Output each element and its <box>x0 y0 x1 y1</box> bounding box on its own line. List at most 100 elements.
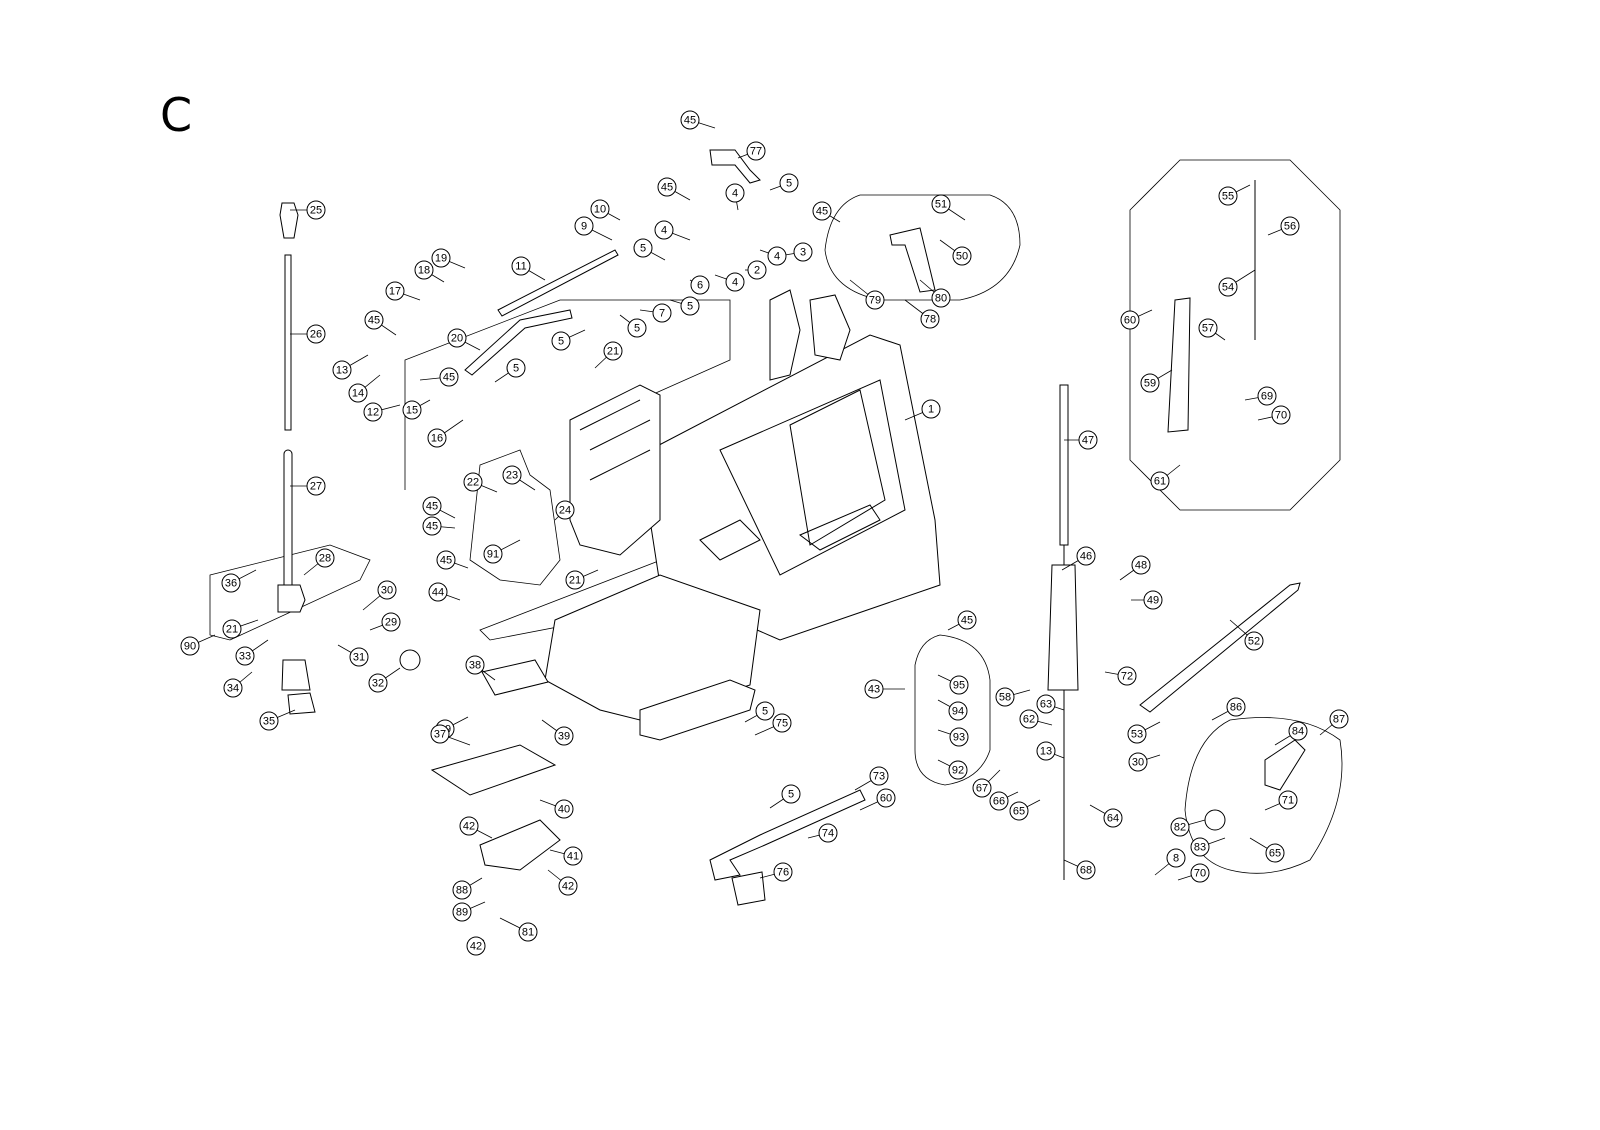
needle-plate-37 <box>430 744 557 796</box>
part-number: 35 <box>263 716 275 728</box>
part-number: 45 <box>684 115 696 127</box>
part-number: 11 <box>515 261 526 273</box>
part-callout: 87 <box>1329 709 1349 729</box>
part-number: 26 <box>310 329 322 341</box>
callout-circle <box>235 646 255 666</box>
part-number: 2 <box>754 265 760 277</box>
callout-circle <box>1170 817 1190 837</box>
part-number: 95 <box>953 680 965 692</box>
part-number: 43 <box>868 684 880 696</box>
plate-38 <box>481 659 549 696</box>
callout-circle <box>957 610 977 630</box>
part-number: 93 <box>953 732 965 744</box>
part-number: 59 <box>1144 378 1156 390</box>
callout-circle <box>779 173 799 193</box>
part-callout: 64 <box>1103 808 1123 828</box>
callout-circle <box>1198 318 1218 338</box>
part-number: 67 <box>976 783 988 795</box>
part-number: 73 <box>873 771 885 783</box>
callout-circle <box>368 673 388 693</box>
part-number: 1 <box>928 404 934 416</box>
part-number: 65 <box>1269 848 1281 860</box>
part-number: 87 <box>1333 714 1345 726</box>
part-number: 15 <box>406 405 418 417</box>
part-number: 80 <box>935 293 947 305</box>
part-number: 47 <box>1082 435 1094 447</box>
part-callout: 22 <box>463 472 483 492</box>
part-callout: 5 <box>779 173 799 193</box>
hook-bracket-41 <box>479 819 561 871</box>
part-callout: 60 <box>876 788 896 808</box>
callout-circle <box>931 194 951 214</box>
part-callout: 86 <box>1226 697 1246 717</box>
part-number: 76 <box>777 867 789 879</box>
part-number: 45 <box>426 521 438 533</box>
callout-circle <box>430 724 450 744</box>
callout-circle <box>864 679 884 699</box>
part-callout: 59 <box>1140 373 1160 393</box>
part-callout: 5 <box>755 701 775 721</box>
part-callout: 21 <box>222 619 242 639</box>
callout-circle <box>364 310 384 330</box>
feed-group-outline <box>469 449 561 586</box>
callout-circle <box>502 465 522 485</box>
callout-circle <box>1288 721 1308 741</box>
part-number: 40 <box>558 804 570 816</box>
lever-20 <box>464 309 573 376</box>
part-number: 77 <box>750 146 762 158</box>
part-number: 4 <box>732 188 738 200</box>
part-callout: 51 <box>931 194 951 214</box>
part-number: 14 <box>352 388 364 400</box>
part-number: 91 <box>487 549 499 561</box>
part-callout: 39 <box>554 726 574 746</box>
callout-circle <box>755 701 775 721</box>
callout-circle <box>952 246 972 266</box>
part-number: 18 <box>418 265 430 277</box>
part-number: 71 <box>1282 795 1294 807</box>
part-number: 25 <box>310 205 322 217</box>
part-callout: 70 <box>1190 863 1210 883</box>
part-callout: 5 <box>633 238 653 258</box>
callout-circle <box>1271 405 1291 425</box>
part-number: 37 <box>434 729 446 741</box>
callout-circle <box>431 248 451 268</box>
part-callout: 9 <box>574 216 594 236</box>
callout-circle <box>332 360 352 380</box>
callout-circle <box>563 846 583 866</box>
callout-circle <box>869 766 889 786</box>
callout-circle <box>972 778 992 798</box>
part-number: 29 <box>385 617 397 629</box>
callout-circle <box>657 177 677 197</box>
callout-circle <box>558 876 578 896</box>
part-callout: 21 <box>565 570 585 590</box>
callout-circle <box>565 570 585 590</box>
callout-circle <box>315 548 335 568</box>
callout-circle <box>574 216 594 236</box>
part-number: 4 <box>661 225 667 237</box>
part-number: 20 <box>451 333 463 345</box>
callout-circle <box>876 788 896 808</box>
part-callout: 5 <box>781 784 801 804</box>
part-number: 13 <box>336 365 348 377</box>
callout-circle <box>363 402 383 422</box>
part-callout: 27 <box>306 476 326 496</box>
part-callout: 7 <box>652 303 672 323</box>
left-region-outline <box>404 299 731 490</box>
callout-circle <box>690 275 710 295</box>
part-number: 5 <box>558 336 564 348</box>
part-number: 64 <box>1107 813 1119 825</box>
part-callout: 63 <box>1036 694 1056 714</box>
callout-circle <box>483 544 503 564</box>
callout-circle <box>447 328 467 348</box>
part-callout: 33 <box>235 646 255 666</box>
callout-circle <box>948 760 968 780</box>
callout-circle <box>1329 709 1349 729</box>
part-callout: 43 <box>864 679 884 699</box>
callout-circle <box>551 331 571 351</box>
part-number: 63 <box>1040 699 1052 711</box>
part-callout: 90 <box>180 636 200 656</box>
presser-group-outline <box>209 544 371 641</box>
callout-circle <box>452 880 472 900</box>
part-callout: 93 <box>949 727 969 747</box>
callout-circle <box>1265 843 1285 863</box>
